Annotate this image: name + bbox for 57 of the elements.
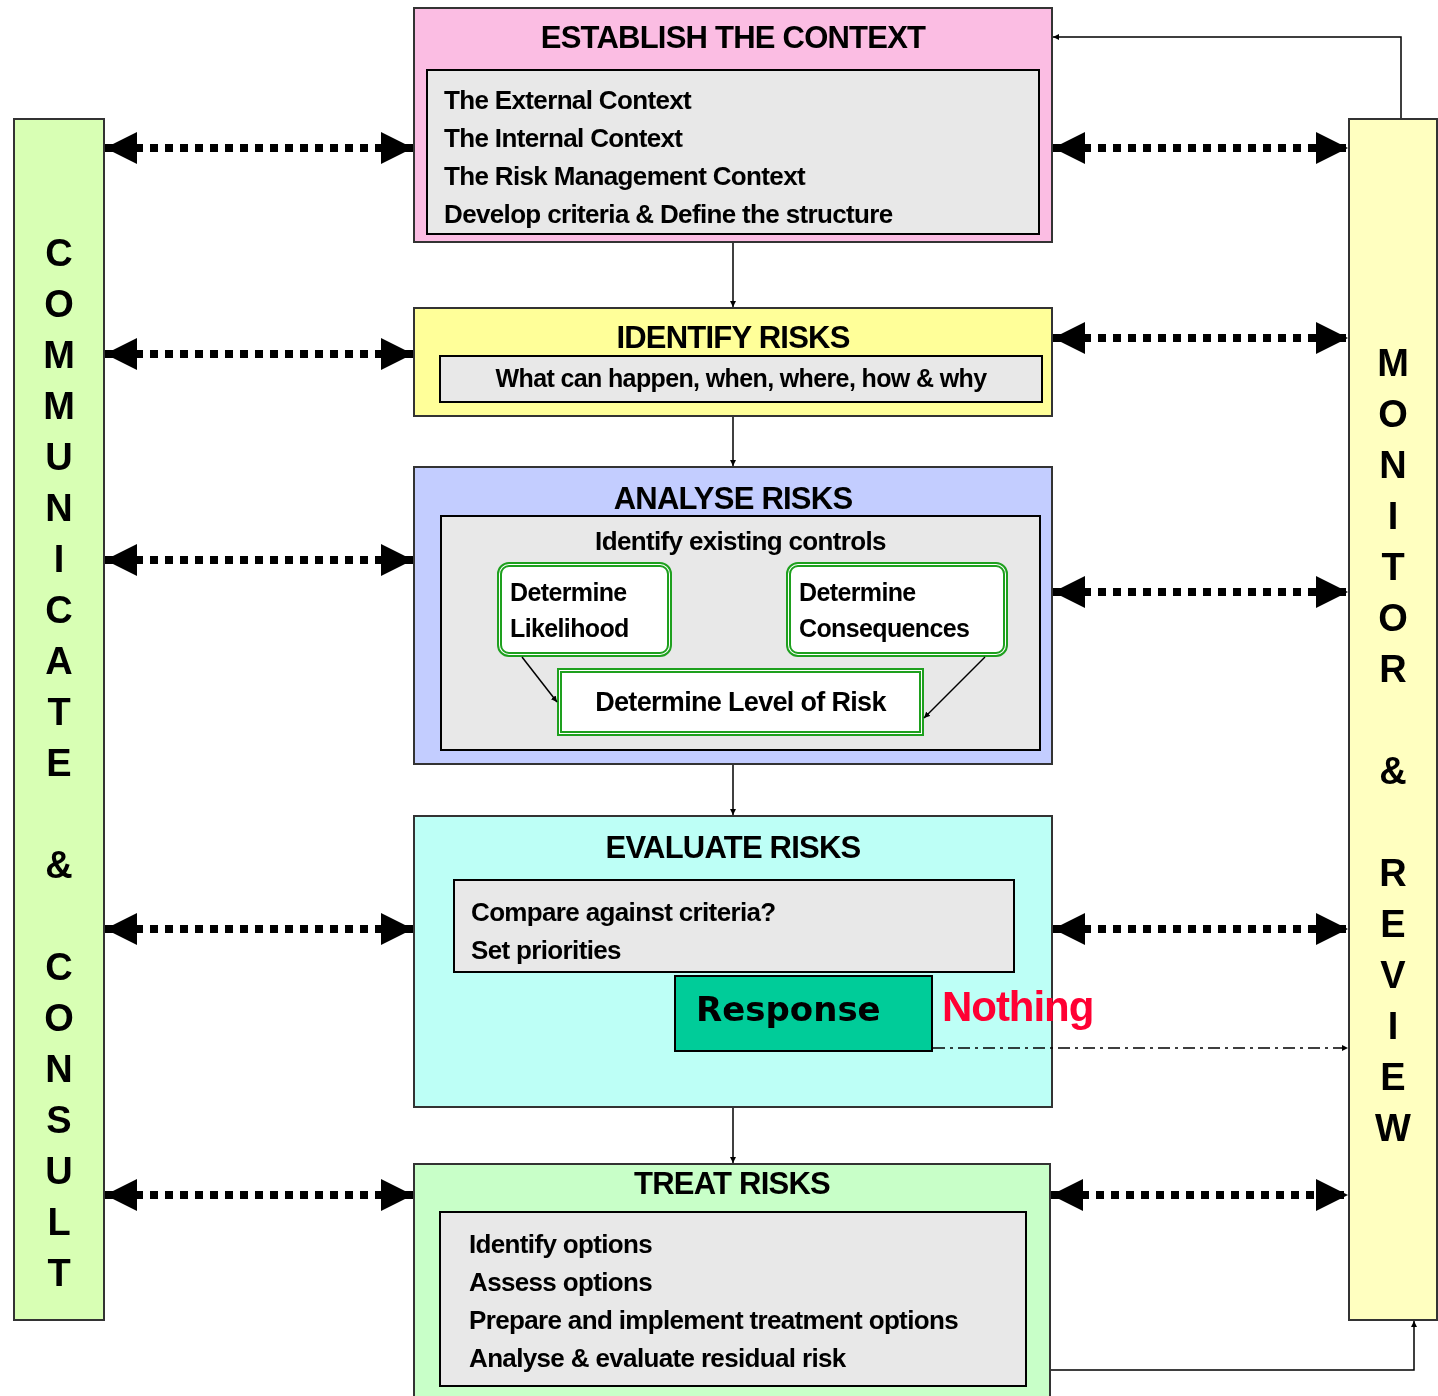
side-panel [13, 118, 105, 1321]
vertical-label: COMMUNICATE & CONSULT [42, 231, 76, 1296]
step-label: Determine Consequences [799, 576, 971, 644]
step-box [786, 562, 1008, 657]
side-panel [1348, 118, 1438, 1321]
process-box [413, 1163, 1051, 1396]
box-title: ESTABLISH THE CONTEXT [539, 19, 927, 57]
arrow [1052, 34, 1402, 119]
arrow [521, 656, 558, 703]
step-box [557, 668, 924, 736]
box-title: TREAT RISKS [633, 1165, 831, 1203]
dash-dot-arrow [932, 1045, 1349, 1051]
process-box [413, 7, 1053, 243]
dotted-double-arrow [105, 544, 413, 576]
step-box [497, 562, 672, 657]
text-panel [453, 879, 1015, 973]
box-title: EVALUATE RISKS [604, 829, 862, 867]
text-panel [426, 69, 1040, 235]
list-item: Analyse & evaluate residual risk [469, 1342, 846, 1375]
vertical-label: MONITOR & REVIEW [1374, 341, 1412, 1151]
box-title: ANALYSE RISKS [612, 480, 854, 518]
dotted-double-arrow [105, 132, 413, 164]
list-item: The Internal Context [444, 122, 683, 155]
arrow [730, 242, 736, 308]
dotted-double-arrow [1053, 322, 1348, 354]
process-box [413, 466, 1053, 765]
process-box [413, 307, 1053, 417]
step-label: Determine Level of Risk [595, 685, 886, 719]
arrow [730, 416, 736, 467]
text-panel [439, 355, 1043, 403]
box-title: IDENTIFY RISKS [615, 319, 851, 357]
list-item: Set priorities [471, 934, 621, 967]
arrow [1050, 1320, 1417, 1371]
text-panel [439, 1211, 1027, 1387]
arrow [730, 1107, 736, 1164]
arrow [923, 656, 986, 719]
dotted-double-arrow [1053, 132, 1348, 164]
response-label: Response [696, 988, 881, 1031]
list-item: Develop criteria & Define the structure [444, 198, 893, 231]
list-item: Assess options [469, 1266, 653, 1299]
dotted-double-arrow [105, 913, 413, 945]
box-title: Identify existing controls [594, 525, 887, 558]
list-item: The Risk Management Context [444, 160, 805, 193]
response-box [674, 975, 933, 1052]
step-label: Determine Likelihood [510, 576, 630, 644]
list-item: The External Context [444, 84, 692, 117]
dotted-double-arrow [105, 1179, 413, 1211]
list-item: Identify options [469, 1228, 653, 1261]
dotted-double-arrow [1051, 1179, 1348, 1211]
list-item: Compare against criteria? [471, 896, 776, 929]
dotted-double-arrow [105, 338, 413, 370]
dotted-double-arrow [1053, 913, 1348, 945]
dotted-double-arrow [1053, 576, 1348, 608]
arrow [730, 764, 736, 816]
list-item: Prepare and implement treatment options [469, 1304, 958, 1337]
text-panel [440, 515, 1041, 751]
question-text: What can happen, when, where, how & why [495, 363, 987, 395]
